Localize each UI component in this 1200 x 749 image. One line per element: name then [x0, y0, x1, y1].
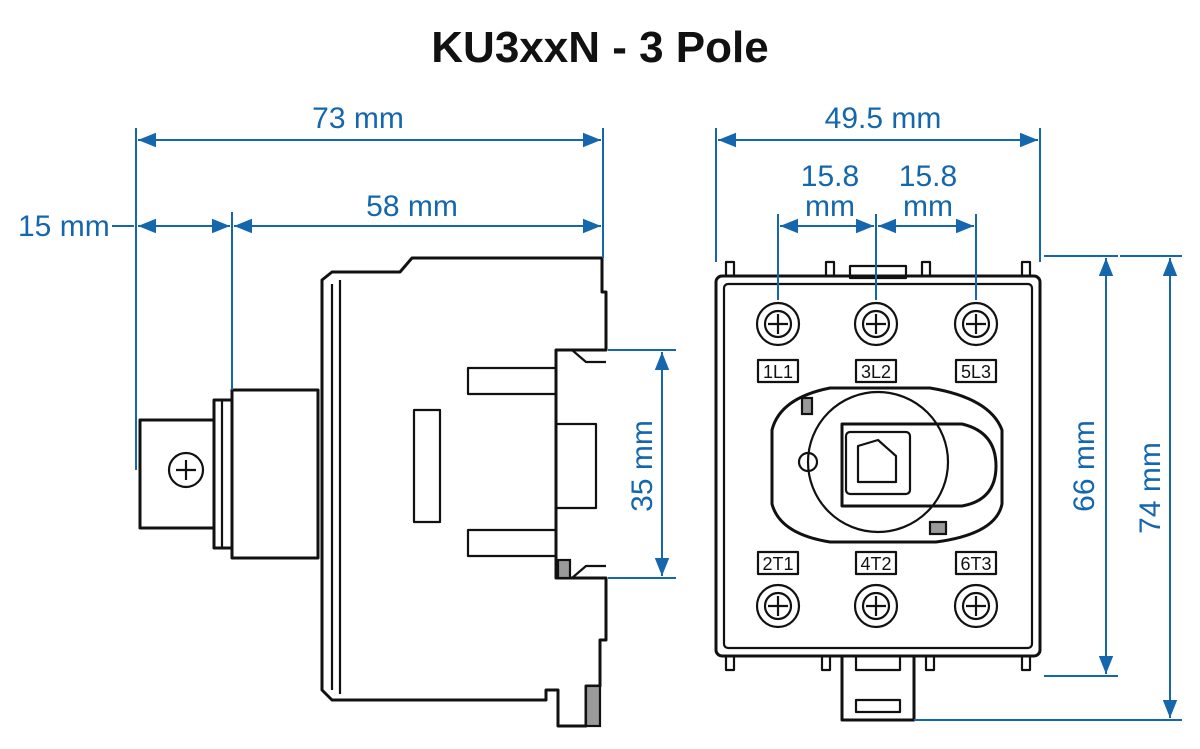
dimension-label-49-5mm: 49.5 mm	[825, 102, 942, 135]
dimension-label-pitch-right-unit: mm	[903, 190, 953, 223]
front-view-housing	[714, 260, 1042, 722]
terminal-screw-icon	[953, 301, 999, 347]
dimension-label-74mm: 74 mm	[1134, 442, 1167, 534]
side-view: 73 mm 58 mm 15 mm 35 mm	[18, 102, 676, 728]
dimension-73mm: 73 mm	[135, 102, 604, 470]
dimension-label-73mm: 73 mm	[312, 102, 404, 135]
dimension-74mm: 74 mm	[914, 255, 1182, 721]
dimension-15mm: 15 mm	[18, 210, 230, 243]
rotary-knob	[770, 386, 1004, 544]
dimension-label-pitch-right: 15.8	[899, 160, 957, 193]
dimension-49-5mm: 49.5 mm	[715, 102, 1041, 262]
terminal-label-4T2: 4T2	[860, 554, 891, 574]
terminal-label-2T1: 2T1	[762, 554, 793, 574]
shaft-square-icon	[844, 430, 912, 496]
terminal-screw-icon	[755, 301, 801, 347]
terminal-screw-icon	[953, 583, 999, 629]
din-latch	[840, 656, 916, 722]
dimension-label-pitch-left: 15.8	[801, 160, 859, 193]
side-view-slot	[412, 408, 442, 524]
dimension-66mm: 66 mm	[1044, 255, 1118, 677]
terminal-screw-icon	[853, 301, 899, 347]
terminal-screws-top	[755, 301, 999, 347]
side-view-shaft	[138, 388, 320, 560]
terminal-label-1L1: 1L1	[763, 362, 793, 382]
terminal-screw-icon	[755, 583, 801, 629]
front-view: 1L1 3L2 5L3 2T1 4T2 6T3 49.5 mm	[714, 102, 1182, 722]
shaft-screw-icon	[167, 451, 205, 489]
terminal-label-5L3: 5L3	[961, 362, 991, 382]
dimension-pitch: 15.8 mm 15.8 mm	[777, 160, 977, 300]
terminal-labels-top: 1L1 3L2 5L3	[756, 358, 998, 384]
dimension-label-66mm: 66 mm	[1068, 420, 1101, 512]
page-title: KU3xxN - 3 Pole	[431, 23, 768, 72]
terminal-screws-bottom	[755, 583, 999, 629]
terminal-screw-icon	[853, 583, 899, 629]
dimension-58mm: 58 mm	[231, 190, 601, 390]
terminal-label-6T3: 6T3	[960, 554, 991, 574]
side-view-housing	[320, 256, 608, 728]
dimension-label-35mm: 35 mm	[626, 420, 659, 512]
terminal-labels-bottom: 2T1 4T2 6T3	[756, 550, 998, 576]
dimension-label-pitch-left-unit: mm	[805, 190, 855, 223]
dimension-35mm: 35 mm	[608, 349, 676, 579]
dimension-label-58mm: 58 mm	[366, 190, 458, 223]
terminal-label-3L2: 3L2	[861, 362, 891, 382]
dimension-label-15mm: 15 mm	[18, 210, 110, 243]
